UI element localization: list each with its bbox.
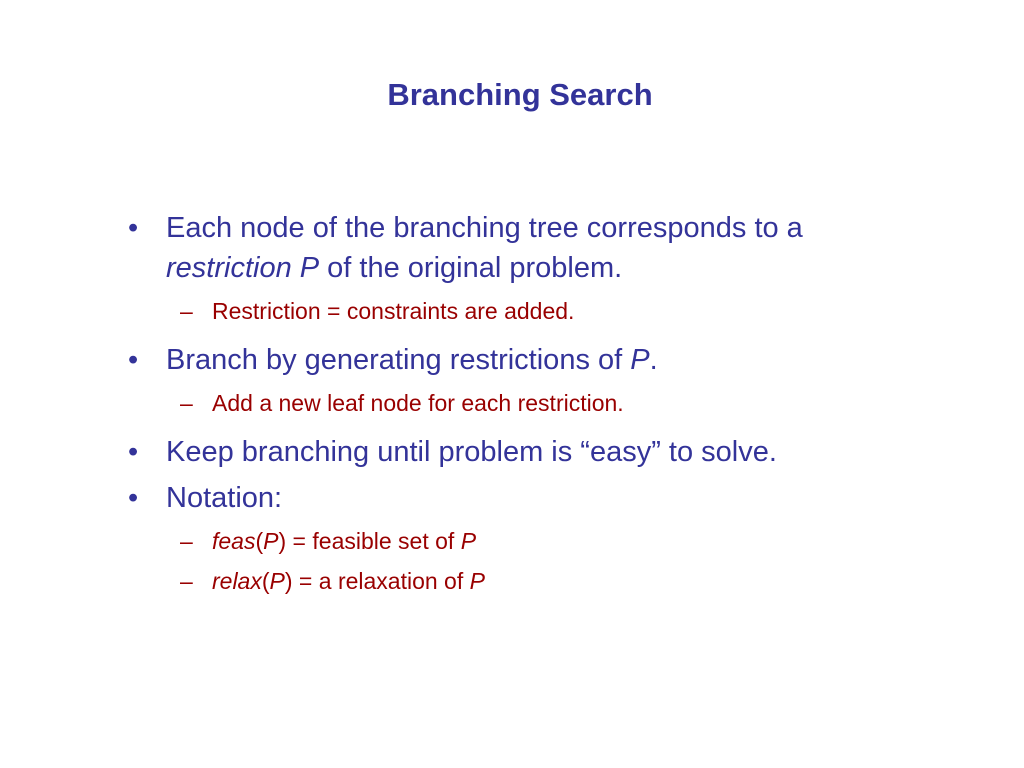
sub-item-2: – Add a new leaf node for each restricti… — [126, 386, 946, 420]
paren: ) — [284, 568, 293, 594]
dash-icon: – — [180, 528, 193, 554]
bullet-icon: • — [128, 212, 139, 244]
bullet-list: • Each node of the branching tree corres… — [126, 208, 946, 604]
bullet-text: . — [649, 344, 658, 376]
slide-title: Branching Search — [387, 77, 653, 112]
bullet-text: Notation: — [166, 482, 283, 514]
sub-item-1: – Restriction = constraints are added. — [126, 294, 946, 328]
emphasis-text: restriction P — [166, 252, 320, 284]
paren: ( — [261, 568, 270, 594]
sub-text: Add a new leaf node for each restriction… — [212, 390, 624, 416]
bullet-text: Keep branching until problem is “easy” t… — [166, 436, 777, 468]
function-name: relax — [212, 568, 262, 594]
bullet-icon: • — [128, 482, 139, 514]
variable: P — [460, 528, 477, 554]
function-arg: P — [263, 528, 279, 554]
variable: P — [469, 568, 485, 594]
sub-text: Restriction = constraints are added. — [212, 298, 575, 324]
dash-icon: – — [180, 298, 193, 324]
function-name: feas — [212, 528, 256, 554]
bullet-item-2: • Branch by generating restrictions of P… — [126, 340, 946, 380]
bullet-item-4: • Notation: — [126, 478, 946, 518]
sub-item-relax: – relax(P) = a relaxation of P — [126, 564, 946, 598]
bullet-icon: • — [128, 344, 139, 376]
function-arg: P — [269, 568, 285, 594]
bullet-item-1: • Each node of the branching tree corres… — [126, 208, 946, 288]
paren: ) — [278, 528, 287, 554]
bullet-text: Each node of the branching tree correspo… — [166, 212, 803, 244]
dash-icon: – — [180, 568, 193, 594]
bullet-item-3: • Keep branching until problem is “easy”… — [126, 432, 946, 472]
sub-text: = feasible set of — [286, 528, 461, 554]
paren: ( — [255, 528, 264, 554]
sub-item-feas: – feas(P) = feasible set of P — [126, 524, 946, 558]
dash-icon: – — [180, 390, 193, 416]
bullet-text: Branch by generating restrictions of — [166, 344, 631, 376]
sub-text: = a relaxation of — [292, 568, 470, 594]
bullet-text: of the original problem. — [319, 252, 623, 284]
bullet-icon: • — [128, 436, 139, 468]
emphasis-text: P — [630, 344, 650, 376]
